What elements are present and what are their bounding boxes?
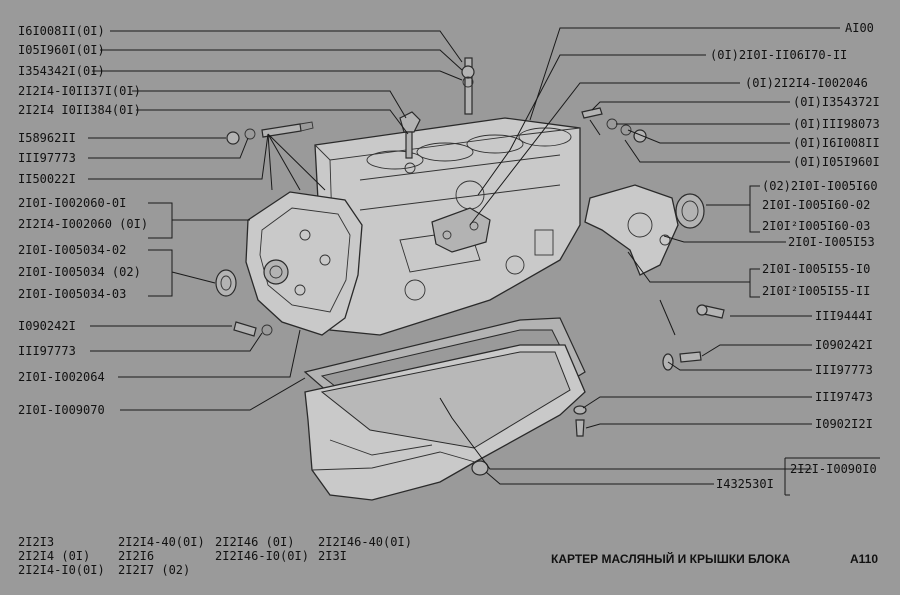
label-right-7: (02)2I0I-I005I60 bbox=[762, 179, 878, 193]
label-left-5: I58962II bbox=[18, 131, 76, 145]
label-right-2: (0I)2I2I4-I002046 bbox=[745, 76, 868, 90]
label-right-14: I090242I bbox=[815, 338, 873, 352]
rear-oil-seal bbox=[675, 193, 705, 229]
pan-bolt bbox=[573, 405, 587, 437]
label-right-19: I432530I bbox=[716, 477, 774, 491]
label-right-8: 2I0I-I005I60-02 bbox=[762, 198, 870, 212]
label-right-11: 2I0I-I005I55-I0 bbox=[762, 262, 870, 276]
model-0-3: 2I2I46-40(0I) bbox=[318, 535, 412, 549]
rear-bolts bbox=[662, 304, 725, 371]
rear-cover bbox=[584, 184, 679, 276]
left-labels: I6I008II(0I) I05I960I(0I) I354342I(0I) 2… bbox=[18, 24, 148, 417]
label-right-3: (0I)I354372I bbox=[793, 95, 880, 109]
label-left-15: 2I0I-I002064 bbox=[18, 370, 105, 384]
label-right-10: 2I0I-I005I53 bbox=[788, 235, 875, 249]
label-left-10: 2I0I-I005034-02 bbox=[18, 243, 126, 257]
model-1-1: 2I2I6 bbox=[118, 549, 154, 563]
label-left-6: III97773 bbox=[18, 151, 76, 165]
model-0-1: 2I2I4-40(0I) bbox=[118, 535, 205, 549]
label-right-17: I0902I2I bbox=[815, 417, 873, 431]
label-left-9: 2I2I4-I002060 (0I) bbox=[18, 217, 148, 231]
model-1-3: 2I3I bbox=[318, 549, 347, 563]
model-1-0: 2I2I4 (0I) bbox=[18, 549, 90, 563]
label-right-16: III97473 bbox=[815, 390, 873, 404]
label-right-15: III97773 bbox=[815, 363, 873, 377]
leader-lines bbox=[88, 27, 880, 496]
right-labels: AI00 (0I)2I0I-II06I70-II (0I)2I2I4-I0020… bbox=[710, 21, 880, 491]
label-right-0: AI00 bbox=[845, 21, 874, 35]
bolt-left-lower bbox=[233, 321, 273, 337]
model-list: 2I2I3 2I2I4-40(0I) 2I2I46 (0I) 2I2I46-40… bbox=[18, 535, 412, 577]
label-right-5: (0I)I6I008II bbox=[793, 136, 880, 150]
oil-pump-housing bbox=[431, 207, 491, 253]
label-right-13: III9444I bbox=[815, 309, 873, 323]
model-2-0: 2I2I4-I0(0I) bbox=[18, 563, 105, 577]
label-left-8: 2I0I-I002060-0I bbox=[18, 196, 126, 210]
label-left-7: II50022I bbox=[18, 172, 76, 186]
label-left-12: 2I0I-I005034-03 bbox=[18, 287, 126, 301]
label-left-0: I6I008II(0I) bbox=[18, 24, 105, 38]
cover-bolts-top-left bbox=[226, 121, 314, 145]
page-code: A110 bbox=[850, 552, 878, 566]
oil-pan bbox=[304, 344, 586, 501]
model-0-2: 2I2I46 (0I) bbox=[215, 535, 294, 549]
diagram-title: КАРТЕР МАСЛЯНЫЙ И КРЫШКИ БЛОКА bbox=[551, 551, 790, 566]
label-left-3: 2I2I4-I0II37I(0I) bbox=[18, 84, 141, 98]
label-left-1: I05I960I(0I) bbox=[18, 43, 105, 57]
label-right-18: 2I2I-I0090I0 bbox=[790, 462, 877, 476]
label-left-14: III97773 bbox=[18, 344, 76, 358]
label-left-4: 2I2I4 I0II384(0I) bbox=[18, 103, 141, 117]
label-right-1: (0I)2I0I-II06I70-II bbox=[710, 48, 847, 62]
front-oil-seal bbox=[215, 269, 237, 297]
label-left-11: 2I0I-I005034 (02) bbox=[18, 265, 141, 279]
label-right-12: 2I0I²I005I55-II bbox=[762, 284, 870, 298]
model-0-0: 2I2I3 bbox=[18, 535, 54, 549]
label-right-4: (0I)III98073 bbox=[793, 117, 880, 131]
model-1-2: 2I2I46-I0(0I) bbox=[215, 549, 309, 563]
rear-studs bbox=[581, 107, 647, 143]
label-left-13: I090242I bbox=[18, 319, 76, 333]
label-left-2: I354342I(0I) bbox=[18, 64, 105, 78]
label-right-6: (0I)I05I960I bbox=[793, 155, 880, 169]
drain-plug bbox=[471, 460, 489, 476]
label-left-16: 2I0I-I009070 bbox=[18, 403, 105, 417]
front-cover bbox=[245, 191, 363, 336]
model-2-1: 2I2I7 (02) bbox=[118, 563, 190, 577]
label-right-9: 2I0I²I005I60-03 bbox=[762, 219, 870, 233]
